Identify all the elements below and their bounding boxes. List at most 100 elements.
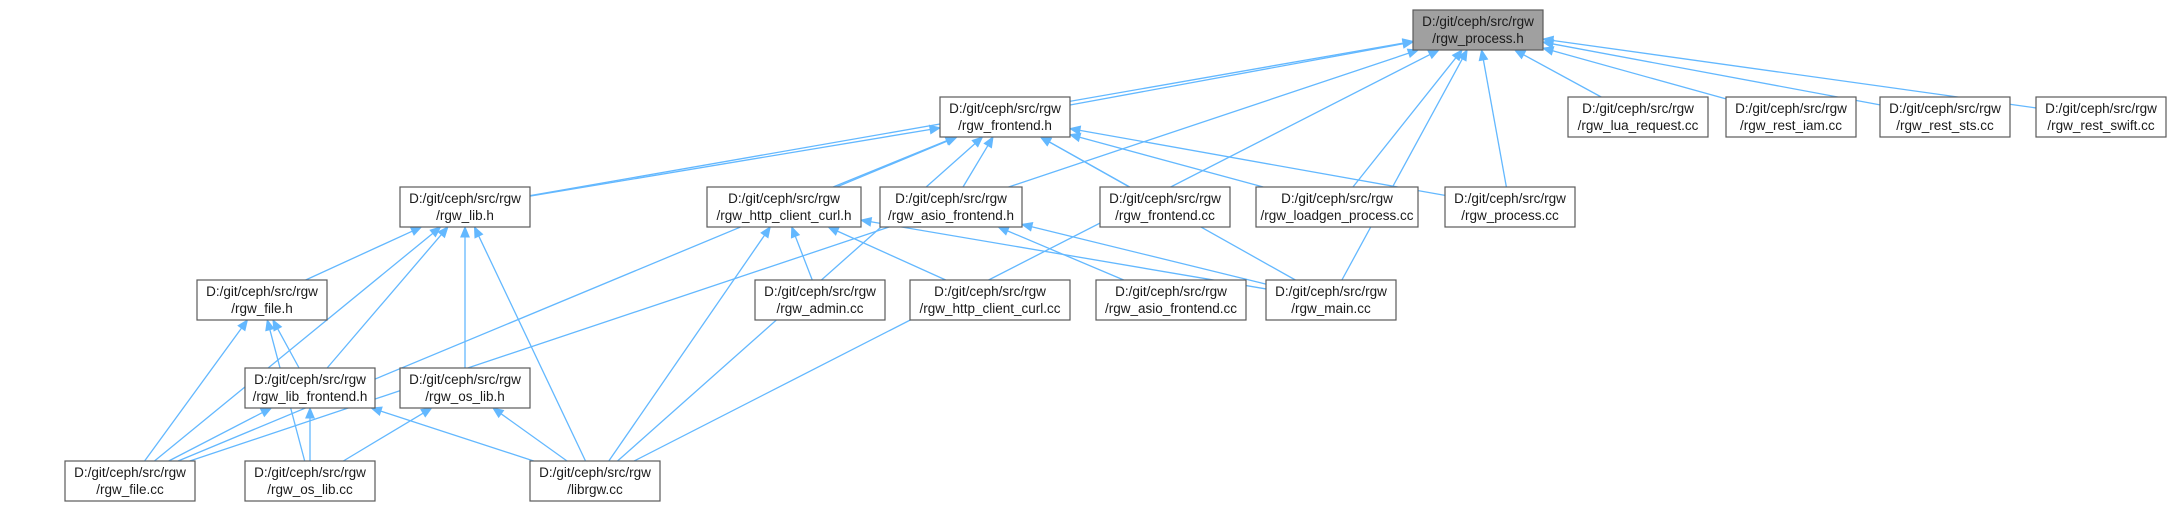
dependency-edge (342, 407, 433, 462)
graph-node-rgw-asio-frontend-cc[interactable]: D:/git/ceph/src/rgw/rgw_asio_frontend.cc (1095, 279, 1247, 321)
graph-node-rgw-process-h[interactable]: D:/git/ceph/src/rgw/rgw_process.h (1412, 9, 1544, 51)
graph-node-rgw-main-cc[interactable]: D:/git/ceph/src/rgw/rgw_main.cc (1265, 279, 1397, 321)
graph-node-rgw-rest-iam-cc[interactable]: D:/git/ceph/src/rgw/rgw_rest_iam.cc (1725, 96, 1857, 138)
graph-node-rgw-file-cc[interactable]: D:/git/ceph/src/rgw/rgw_file.cc (64, 460, 196, 502)
edge-line (1552, 50, 1727, 100)
graph-node-rgw-loadgen-process-cc[interactable]: D:/git/ceph/src/rgw/rgw_loadgen_process.… (1255, 186, 1419, 228)
edge-line (1069, 43, 1404, 106)
arrowhead-icon (473, 225, 484, 239)
edge-line (1031, 226, 1267, 285)
node-file-label: /rgw_file.cc (96, 482, 164, 497)
arrowhead-icon (1020, 222, 1034, 232)
graph-node-rgw-frontend-cc[interactable]: D:/git/ceph/src/rgw/rgw_frontend.cc (1099, 186, 1231, 228)
arrowhead-icon (928, 124, 942, 135)
node-box[interactable] (244, 367, 376, 409)
dependency-edge (154, 226, 442, 462)
graph-node-rgw-http-client-curl-cc[interactable]: D:/git/ceph/src/rgw/rgw_http_client_curl… (909, 279, 1071, 321)
node-box[interactable] (1265, 279, 1397, 321)
arrowhead-icon (1039, 136, 1053, 147)
edge-line (1341, 58, 1463, 281)
arrowhead-icon (827, 226, 840, 236)
graph-node-rgw-lib-frontend-h[interactable]: D:/git/ceph/src/rgw/rgw_lib_frontend.h (244, 367, 376, 409)
arrowhead-icon (272, 318, 283, 332)
edge-line (794, 236, 813, 281)
edge-line (168, 412, 263, 462)
node-path-label: D:/git/ceph/src/rgw (409, 191, 521, 206)
node-path-label: D:/git/ceph/src/rgw (895, 191, 1007, 206)
node-path-label: D:/git/ceph/src/rgw (409, 372, 521, 387)
graph-node-rgw-os-lib-cc[interactable]: D:/git/ceph/src/rgw/rgw_os_lib.cc (244, 460, 376, 502)
graph-node-rgw-admin-cc[interactable]: D:/git/ceph/src/rgw/rgw_admin.cc (754, 279, 886, 321)
node-box[interactable] (196, 279, 328, 321)
node-file-label: /rgw_rest_iam.cc (1740, 118, 1842, 133)
dependency-edge (1513, 49, 1602, 98)
node-box[interactable] (529, 460, 661, 502)
node-box[interactable] (2035, 96, 2167, 138)
edge-line (1523, 54, 1602, 98)
graph-node-rgw-lua-request-cc[interactable]: D:/git/ceph/src/rgw/rgw_lua_request.cc (1567, 96, 1709, 138)
node-box[interactable] (1879, 96, 2011, 138)
node-box[interactable] (399, 367, 531, 409)
dependency-edge (272, 318, 300, 369)
node-file-label: /rgw_asio_frontend.cc (1105, 301, 1237, 316)
node-path-label: D:/git/ceph/src/rgw (254, 465, 366, 480)
graph-node-rgw-http-client-curl-h[interactable]: D:/git/ceph/src/rgw/rgw_http_client_curl… (706, 186, 862, 228)
edge-line (380, 410, 534, 462)
node-box[interactable] (1255, 186, 1419, 228)
node-file-label: /librgw.cc (567, 482, 623, 497)
graph-node-rgw-lib-h[interactable]: D:/git/ceph/src/rgw/rgw_lib.h (399, 186, 531, 228)
node-box[interactable] (1444, 186, 1576, 228)
node-file-label: /rgw_process.cc (1461, 208, 1559, 223)
edge-line (1352, 57, 1457, 188)
graph-node-librgw-cc[interactable]: D:/git/ceph/src/rgw/librgw.cc (529, 460, 661, 502)
node-file-label: /rgw_loadgen_process.cc (1260, 208, 1413, 223)
node-path-label: D:/git/ceph/src/rgw (1275, 284, 1387, 299)
node-path-label: D:/git/ceph/src/rgw (934, 284, 1046, 299)
node-box[interactable] (244, 460, 376, 502)
graph-node-rgw-asio-frontend-h[interactable]: D:/git/ceph/src/rgw/rgw_asio_frontend.h (879, 186, 1023, 228)
node-box[interactable] (1567, 96, 1709, 138)
node-file-label: /rgw_frontend.cc (1115, 208, 1215, 223)
graph-node-rgw-rest-sts-cc[interactable]: D:/git/ceph/src/rgw/rgw_rest_sts.cc (1879, 96, 2011, 138)
node-box[interactable] (1099, 186, 1231, 228)
node-box[interactable] (939, 96, 1071, 138)
node-file-label: /rgw_admin.cc (776, 301, 863, 316)
node-box[interactable] (879, 186, 1023, 228)
node-file-label: /rgw_lua_request.cc (1578, 118, 1699, 133)
dependency-edge (460, 225, 470, 368)
node-box[interactable] (64, 460, 196, 502)
edge-line (962, 145, 989, 188)
graph-node-rgw-frontend-h[interactable]: D:/git/ceph/src/rgw/rgw_frontend.h (939, 96, 1071, 138)
arrowhead-icon (1427, 49, 1440, 60)
arrowhead-icon (437, 226, 449, 239)
node-box[interactable] (1725, 96, 1857, 138)
node-box[interactable] (706, 186, 862, 228)
node-box[interactable] (909, 279, 1071, 321)
node-box[interactable] (754, 279, 886, 321)
dependency-edge (1541, 46, 1727, 100)
edge-line (1007, 230, 1124, 281)
graph-node-rgw-rest-swift-cc[interactable]: D:/git/ceph/src/rgw/rgw_rest_swift.cc (2035, 96, 2167, 138)
arrowhead-icon (265, 318, 275, 332)
node-box[interactable] (1412, 9, 1544, 51)
dependency-edge (1352, 48, 1463, 188)
arrowhead-icon (259, 407, 273, 418)
dependency-edge (827, 226, 946, 281)
edge-line (1482, 59, 1508, 188)
node-box[interactable] (1095, 279, 1247, 321)
node-file-label: /rgw_process.h (1432, 31, 1524, 46)
graph-node-rgw-os-lib-h[interactable]: D:/git/ceph/src/rgw/rgw_os_lib.h (399, 367, 531, 409)
arrowhead-icon (305, 406, 315, 419)
node-path-label: D:/git/ceph/src/rgw (1422, 14, 1534, 29)
node-path-label: D:/git/ceph/src/rgw (539, 465, 651, 480)
node-path-label: D:/git/ceph/src/rgw (74, 465, 186, 480)
arrowhead-icon (370, 406, 383, 416)
dependency-edge (962, 135, 994, 188)
arrowhead-icon (237, 318, 249, 332)
node-box[interactable] (399, 186, 531, 228)
graph-node-rgw-process-cc[interactable]: D:/git/ceph/src/rgw/rgw_process.cc (1444, 186, 1576, 228)
node-file-label: /rgw_rest_swift.cc (2047, 118, 2155, 133)
graph-node-rgw-file-h[interactable]: D:/git/ceph/src/rgw/rgw_file.h (196, 279, 328, 321)
node-file-label: /rgw_lib_frontend.h (253, 389, 368, 404)
